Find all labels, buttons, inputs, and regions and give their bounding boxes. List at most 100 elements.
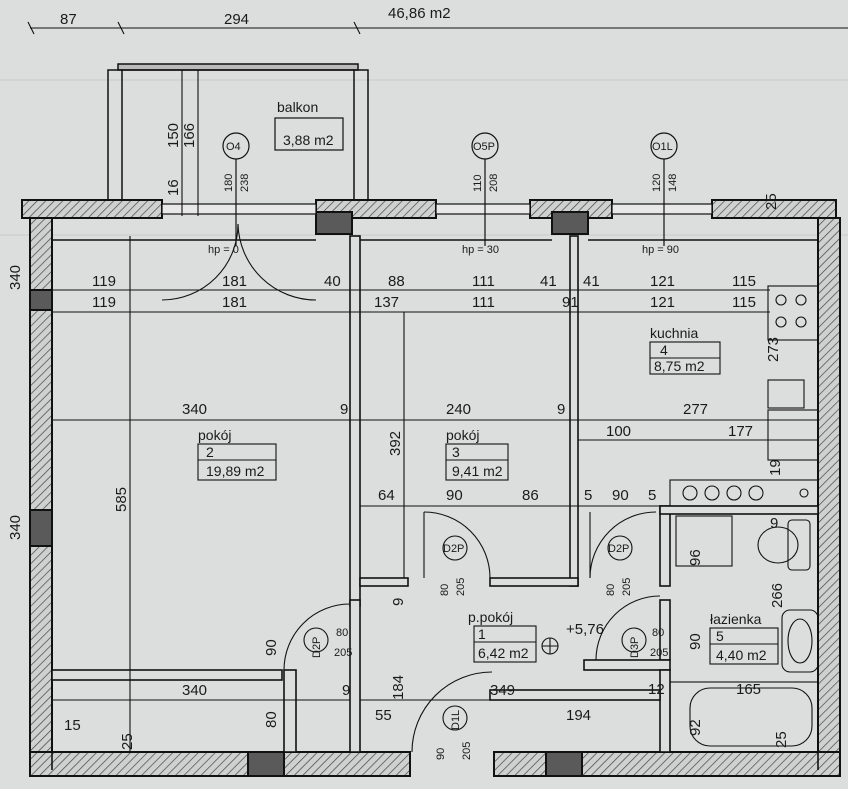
row1-8: 115	[732, 273, 756, 290]
dim-64: 64	[378, 487, 395, 504]
row2-6: 115	[732, 294, 756, 311]
row3-4: 277	[683, 401, 708, 418]
window-o4-hp: hp = 0	[208, 244, 239, 256]
window-o1l-hp: hp = 90	[642, 244, 679, 256]
row2-3: 111	[472, 294, 495, 311]
dim-12: 12	[648, 681, 665, 698]
dim-340b: 340	[182, 682, 207, 699]
dim-90d: 90	[263, 639, 280, 656]
window-o5p-code: O5P	[473, 141, 495, 153]
pokoj2-num: 2	[206, 444, 214, 460]
window-o4-h: 238	[239, 174, 251, 192]
door-d3p-h: 205	[650, 647, 668, 659]
dim-9c: 9	[342, 682, 350, 699]
dim-585: 585	[113, 487, 130, 512]
door-d2p-b-w: 80	[605, 584, 617, 596]
dim-25a: 25	[119, 733, 136, 750]
row1-1: 181	[222, 273, 247, 290]
door-d1l-h: 205	[461, 742, 473, 760]
row1-3: 88	[388, 273, 405, 290]
interior-walls	[51, 235, 819, 753]
lazienka-label: łazienka	[710, 611, 762, 627]
kitchen-counter	[669, 285, 819, 507]
dim-273: 273	[765, 337, 782, 362]
top-dim-294: 294	[224, 11, 249, 28]
window-o4-w: 180	[223, 174, 235, 192]
row2-1: 181	[222, 294, 247, 311]
left-dim-340: 340	[7, 265, 24, 290]
dim-100: 100	[606, 423, 631, 440]
row3-2: 240	[446, 401, 471, 418]
kuchnia-num: 4	[660, 342, 668, 358]
lazienka-num: 5	[716, 628, 724, 644]
ppokoj1-num: 1	[478, 626, 486, 642]
kuchnia-area: 8,75 m2	[654, 358, 705, 374]
door-d1l: D1L	[450, 710, 462, 730]
dim-392: 392	[387, 431, 404, 456]
dim-177: 177	[728, 423, 753, 440]
dim-16: 16	[165, 179, 182, 196]
dim-25b: 25	[773, 731, 790, 748]
door-d2p-b: D2P	[608, 543, 629, 555]
row2-5: 121	[650, 294, 675, 311]
row1-5: 41	[540, 273, 557, 290]
dim-15: 15	[64, 717, 81, 734]
room-pokoj-2: pokój 2 19,89 m2	[197, 427, 277, 481]
elevation-mark: +5,76	[566, 621, 604, 638]
total-area: 46,86 m2	[388, 5, 451, 22]
dim-166: 166	[181, 123, 198, 148]
door-d2p-a-w: 80	[439, 584, 451, 596]
row3-3: 9	[557, 401, 565, 418]
balkon-label: balkon	[277, 99, 318, 115]
dim-349: 349	[490, 682, 515, 699]
dim-92: 92	[687, 719, 704, 736]
exterior-walls	[21, 199, 841, 777]
room-pokoj-3: pokój 3 9,41 m2	[445, 427, 509, 481]
top-dim-87: 87	[60, 11, 77, 28]
row1-0: 119	[92, 273, 116, 290]
background-grid	[0, 79, 848, 236]
door-d2p-c-w: 80	[336, 627, 348, 639]
door-d2p-a-h: 205	[455, 578, 467, 596]
row1-7: 121	[650, 273, 675, 290]
ppokoj1-label: p.pokój	[468, 609, 513, 625]
window-o1l-code: O1L	[652, 141, 673, 153]
dim-150: 150	[165, 123, 182, 148]
row3-0: 340	[182, 401, 207, 418]
bathroom-fixtures	[669, 515, 819, 753]
pokoj2-label: pokój	[198, 427, 231, 443]
window-o4-code: O4	[226, 141, 241, 153]
dim-96: 96	[687, 549, 704, 566]
pokoj3-num: 3	[452, 444, 460, 460]
dim-90c: 90	[687, 633, 704, 650]
dim-194: 194	[566, 707, 591, 724]
left-dim-340b: 340	[7, 515, 24, 540]
dim-19: 19	[767, 459, 784, 476]
pokoj2-area: 19,89 m2	[206, 463, 265, 479]
balkon-area: 3,88 m2	[283, 132, 334, 148]
dim-9b: 9	[770, 515, 778, 532]
dim-86: 86	[522, 487, 539, 504]
door-callouts	[303, 535, 647, 731]
room-kuchnia: kuchnia 4 8,75 m2	[649, 325, 721, 375]
window-o5p-h: 208	[488, 174, 500, 192]
lazienka-area: 4,40 m2	[716, 647, 767, 663]
window-o5p-w: 110	[472, 174, 484, 192]
row1-4: 111	[472, 273, 495, 290]
balcony-door-swing	[161, 223, 317, 301]
dim-90b: 90	[612, 487, 629, 504]
row3-1: 9	[340, 401, 348, 418]
dim-266: 266	[769, 583, 786, 608]
door-swings	[283, 511, 661, 753]
dim-25c: 25	[763, 193, 780, 210]
window-o1l-w: 120	[651, 174, 663, 192]
window-o5p-hp: hp = 30	[462, 244, 499, 256]
windows	[161, 203, 713, 215]
dim-5b: 5	[648, 487, 656, 504]
dim-55: 55	[375, 707, 392, 724]
door-d2p-b-h: 205	[621, 578, 633, 596]
dim-184: 184	[390, 675, 407, 700]
pokoj3-label: pokój	[446, 427, 479, 443]
